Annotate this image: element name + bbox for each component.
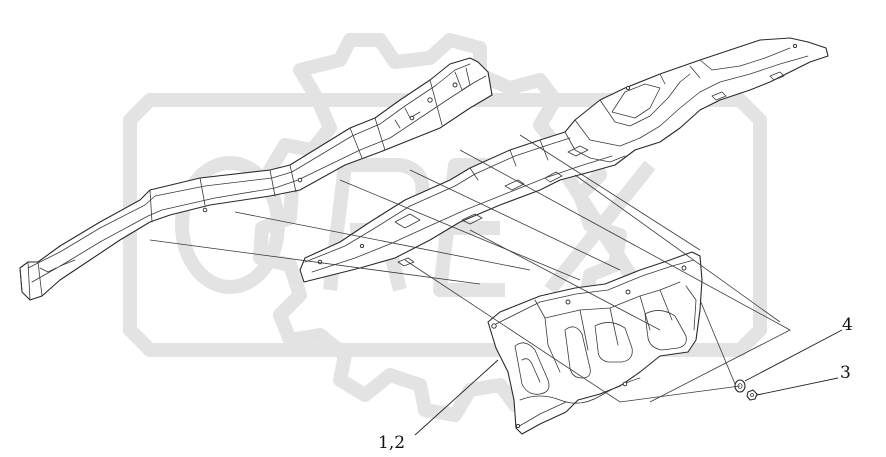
part-cover-panel <box>299 37 829 283</box>
callout-1-2: 1,2 <box>378 359 499 453</box>
callout-label-3: 3 <box>840 363 851 383</box>
callout-label-4: 4 <box>842 315 853 335</box>
part-heat-shield <box>487 251 703 435</box>
shield-outline <box>487 251 703 435</box>
cover-outline <box>299 37 829 283</box>
watermark-plate <box>123 93 767 357</box>
part-nut-3 <box>746 389 758 401</box>
part-rail <box>19 57 493 301</box>
callout-3: 3 <box>756 363 851 396</box>
rail-outline <box>19 57 493 301</box>
assembly-lines <box>149 134 791 403</box>
callout-4: 4 <box>744 315 853 382</box>
callout-label-1-2: 1,2 <box>378 433 405 453</box>
